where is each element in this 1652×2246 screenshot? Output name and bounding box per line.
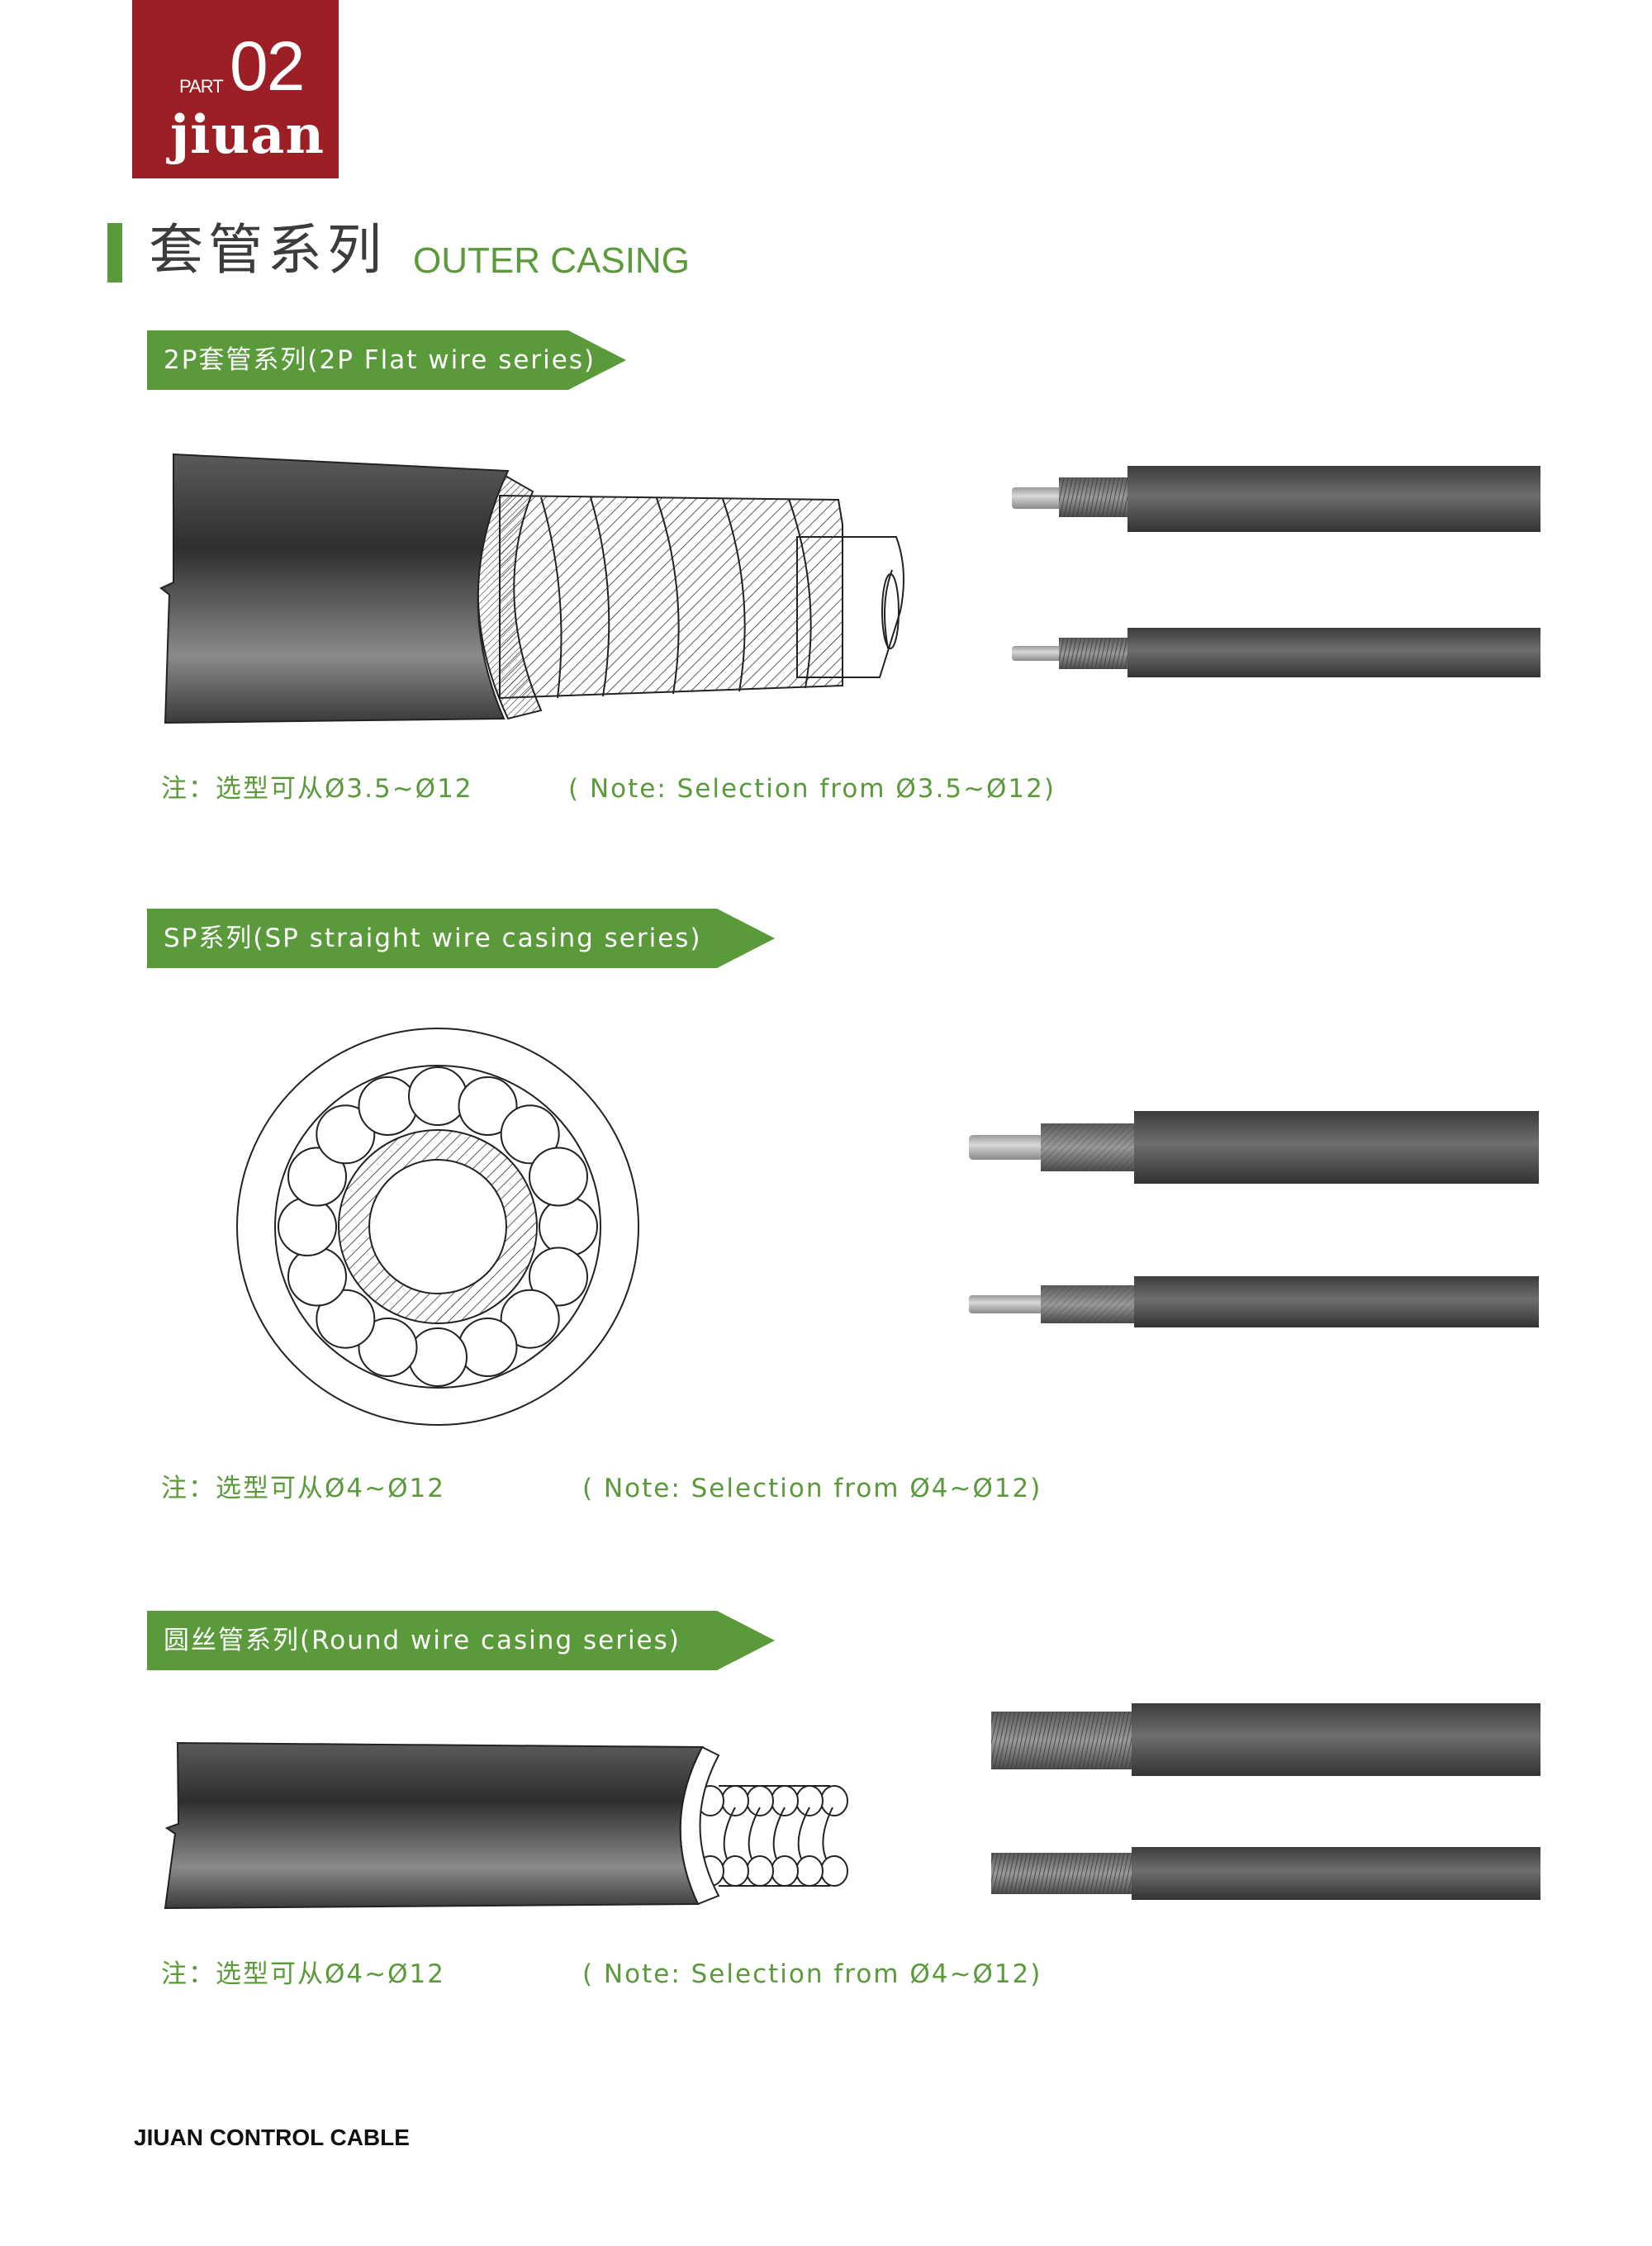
section-banner-sp: SP系列(SP straight wire casing series) (147, 909, 775, 968)
brand-logo: PART 02 jiuan (132, 0, 339, 178)
note-en-sp: ( Note: Selection from Ø4~Ø12) (582, 1474, 1042, 1503)
strand-wire (287, 1246, 347, 1307)
flat-wire-casing-product-photo (1012, 466, 1540, 677)
section-banner-2p-label: 2P套管系列(2P Flat wire series) (164, 345, 596, 375)
strand-wire (408, 1066, 468, 1126)
flat-wire-casing-cutaway-illustration (159, 453, 904, 724)
strand-wire (316, 1104, 376, 1165)
strand-wire (316, 1289, 376, 1349)
strand-wire (529, 1147, 588, 1207)
sp-casing-product-photo (969, 1111, 1539, 1327)
strand-wire (539, 1197, 598, 1256)
section-banner-round-label: 圆丝管系列(Round wire casing series) (164, 1626, 681, 1655)
strand-wire (458, 1076, 518, 1136)
note-en-round: ( Note: Selection from Ø4~Ø12) (582, 1959, 1042, 1989)
strand-wire (458, 1318, 518, 1377)
note-cn-2p: 注：选型可从Ø3.5~Ø12 (161, 774, 473, 804)
strand-wire (358, 1318, 418, 1377)
strand-wire (278, 1197, 337, 1256)
strand-wire (358, 1076, 418, 1136)
sp-casing-cross-section-illustration (236, 1028, 639, 1426)
round-wire-casing-product-photo (991, 1703, 1540, 1900)
strand-wire (287, 1147, 347, 1207)
title-accent-bar (107, 223, 122, 283)
note-cn-round: 注：选型可从Ø4~Ø12 (161, 1959, 445, 1989)
section-banner-sp-label: SP系列(SP straight wire casing series) (164, 924, 702, 953)
strand-wire (500, 1289, 560, 1349)
footer-brand-text: JIUAN CONTROL CABLE (134, 2125, 410, 2150)
note-en-2p: ( Note: Selection from Ø3.5~Ø12) (568, 774, 1056, 804)
section-banner-2p: 2P套管系列(2P Flat wire series) (147, 330, 626, 390)
brand-name: jiuan (170, 104, 325, 166)
part-number: 02 (230, 27, 305, 105)
round-wire-casing-cutaway-illustration (164, 1741, 848, 1910)
page-title-en: OUTER CASING (413, 240, 690, 281)
strand-wire (529, 1246, 588, 1307)
strand-wire (408, 1327, 468, 1387)
section-banner-round: 圆丝管系列(Round wire casing series) (147, 1611, 775, 1670)
page-title-cn: 套管系列 (149, 218, 387, 282)
note-cn-sp: 注：选型可从Ø4~Ø12 (161, 1474, 445, 1503)
strand-wire (500, 1104, 560, 1165)
part-label: PART (179, 76, 224, 97)
